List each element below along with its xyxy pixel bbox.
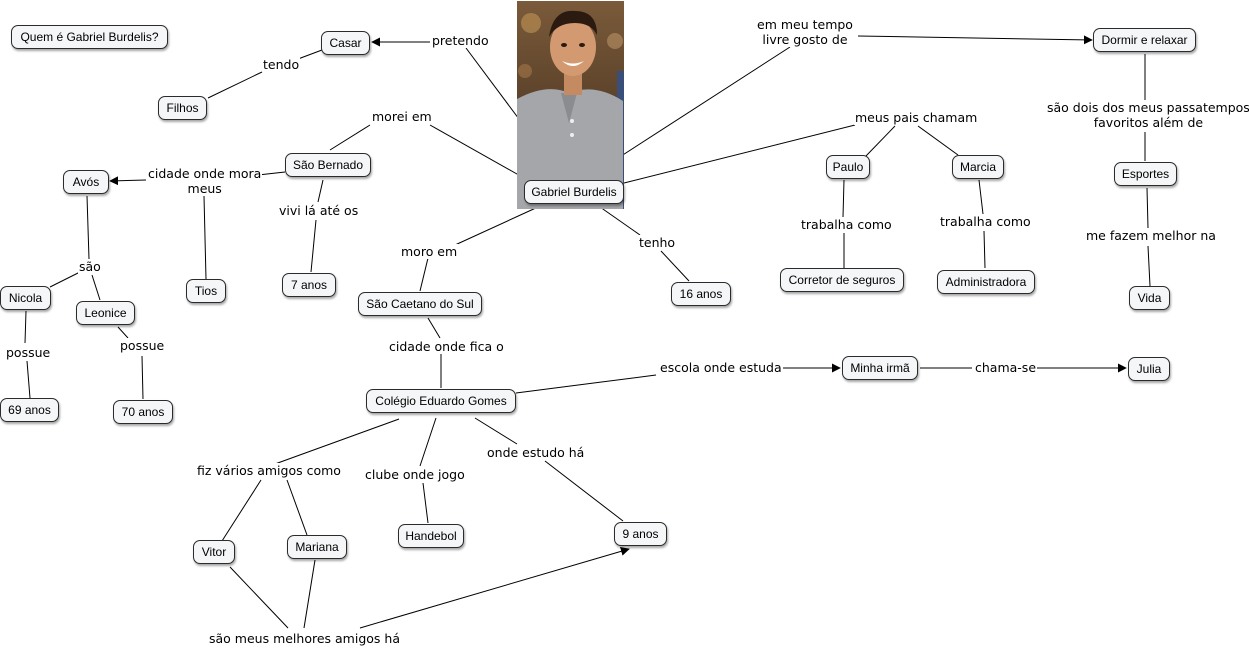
node-9-anos[interactable]: 9 anos: [614, 522, 667, 546]
link-sao: são: [78, 259, 102, 274]
link-tenho: tenho: [638, 235, 677, 250]
link-sao-dois: são dois dos meus passatempos favoritos …: [1046, 100, 1249, 130]
node-dormir-e-relaxar[interactable]: Dormir e relaxar: [1093, 28, 1196, 52]
link-possue-2: possue: [119, 338, 166, 353]
link-em-meu-tempo: em meu tempo livre gosto de: [756, 17, 854, 47]
link-onde-estudo-ha: onde estudo há: [486, 445, 586, 460]
node-gabriel-burdelis[interactable]: Gabriel Burdelis: [524, 180, 624, 204]
node-7-anos[interactable]: 7 anos: [282, 273, 336, 297]
node-vitor[interactable]: Vitor: [193, 540, 235, 564]
node-filhos[interactable]: Filhos: [158, 96, 207, 120]
link-cidade-onde-fica: cidade onde fica o: [388, 339, 505, 354]
link-me-fazem-melhor: me fazem melhor na: [1085, 228, 1217, 243]
node-nicola[interactable]: Nicola: [0, 286, 51, 310]
node-mariana[interactable]: Mariana: [287, 535, 347, 559]
link-trabalha-como-1: trabalha como: [800, 217, 893, 232]
link-tendo: tendo: [262, 57, 301, 72]
node-69-anos[interactable]: 69 anos: [0, 398, 59, 422]
node-vida[interactable]: Vida: [1129, 286, 1170, 310]
link-fiz-varios-amigos: fiz vários amigos como: [196, 463, 342, 478]
link-melhores-amigos: são meus melhores amigos há: [208, 631, 401, 646]
link-possue-1: possue: [5, 345, 52, 360]
node-corretor-de-seguros[interactable]: Corretor de seguros: [780, 268, 904, 292]
node-minha-irma[interactable]: Minha irmã: [842, 356, 918, 380]
node-16-anos[interactable]: 16 anos: [671, 282, 731, 306]
link-vivi-la-ate-os: vivi lá até os: [278, 203, 360, 218]
link-escola-onde-estuda: escola onde estuda: [659, 360, 783, 375]
gabriel-photo: [517, 1, 624, 209]
node-title[interactable]: Quem é Gabriel Burdelis?: [11, 25, 168, 49]
node-leonice[interactable]: Leonice: [76, 301, 135, 325]
link-morei-em: morei em: [371, 109, 433, 124]
link-trabalha-como-2: trabalha como: [939, 214, 1032, 229]
node-paulo[interactable]: Paulo: [826, 155, 870, 179]
node-julia[interactable]: Julia: [1128, 357, 1170, 381]
node-handebol[interactable]: Handebol: [398, 524, 464, 548]
node-marcia[interactable]: Marcia: [952, 155, 1004, 179]
link-pretendo: pretendo: [431, 33, 490, 48]
node-avos[interactable]: Avós: [63, 170, 109, 194]
node-casar[interactable]: Casar: [321, 31, 370, 55]
link-clube-onde-jogo: clube onde jogo: [364, 467, 466, 482]
link-moro-em: moro em: [400, 244, 459, 259]
link-cidade-onde-mora: cidade onde mora meus: [147, 166, 263, 196]
node-sao-bernado[interactable]: São Bernado: [285, 153, 371, 177]
link-meus-pais-chamam: meus pais chamam: [854, 110, 979, 125]
node-esportes[interactable]: Esportes: [1114, 162, 1177, 186]
node-colegio-eduardo-gomes[interactable]: Colégio Eduardo Gomes: [366, 389, 516, 413]
node-administradora[interactable]: Administradora: [937, 270, 1035, 294]
node-tios[interactable]: Tios: [186, 279, 226, 303]
node-70-anos[interactable]: 70 anos: [113, 400, 173, 424]
link-chama-se: chama-se: [974, 360, 1038, 375]
node-sao-caetano-do-sul[interactable]: São Caetano do Sul: [358, 292, 482, 316]
